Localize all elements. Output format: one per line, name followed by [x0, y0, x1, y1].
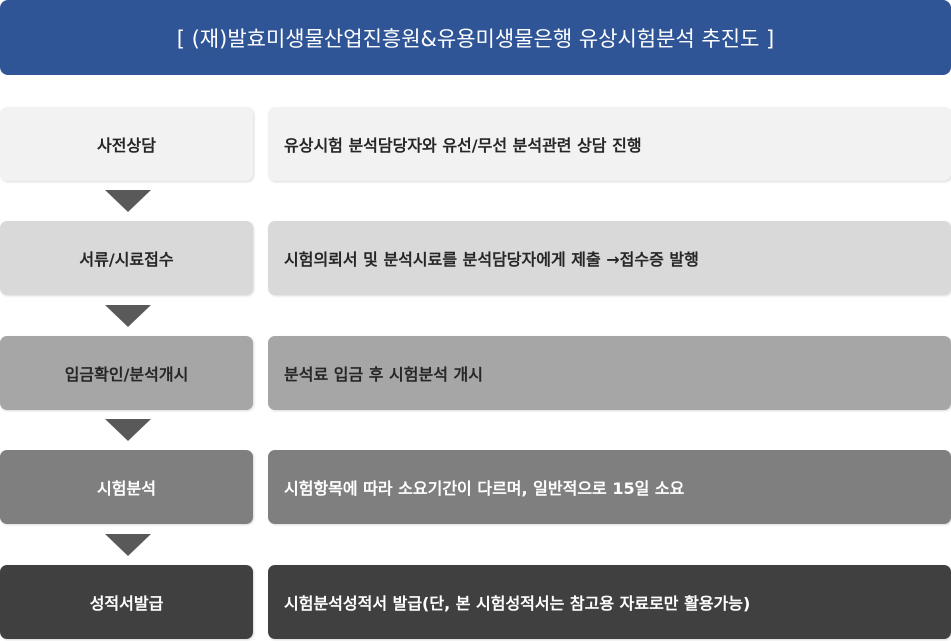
step-5-label: 성적서발급 [0, 565, 253, 639]
down-arrow-icon [105, 419, 151, 441]
down-arrow-icon [105, 190, 151, 212]
step-3-description: 분석료 입금 후 시험분석 개시 [268, 336, 951, 410]
step-2-description: 시험의뢰서 및 분석시료를 분석담당자에게 제출 →접수증 발행 [268, 221, 951, 295]
down-arrow-icon [105, 534, 151, 556]
step-4-description: 시험항목에 따라 소요기간이 다르며, 일반적으로 15일 소요 [268, 450, 951, 524]
step-5-description: 시험분석성적서 발급(단, 본 시험성적서는 참고용 자료로만 활용가능) [268, 565, 951, 639]
step-1-description: 유상시험 분석담당자와 유선/무선 분석관련 상담 진행 [268, 107, 951, 181]
page-title: [ (재)발효미생물산업진흥원&유용미생물은행 유상시험분석 추진도 ] [0, 0, 951, 75]
step-1-label: 사전상담 [0, 107, 253, 181]
step-3-label: 입금확인/분석개시 [0, 336, 253, 410]
step-4-label: 시험분석 [0, 450, 253, 524]
step-2-label: 서류/시료접수 [0, 221, 253, 295]
down-arrow-icon [105, 305, 151, 327]
